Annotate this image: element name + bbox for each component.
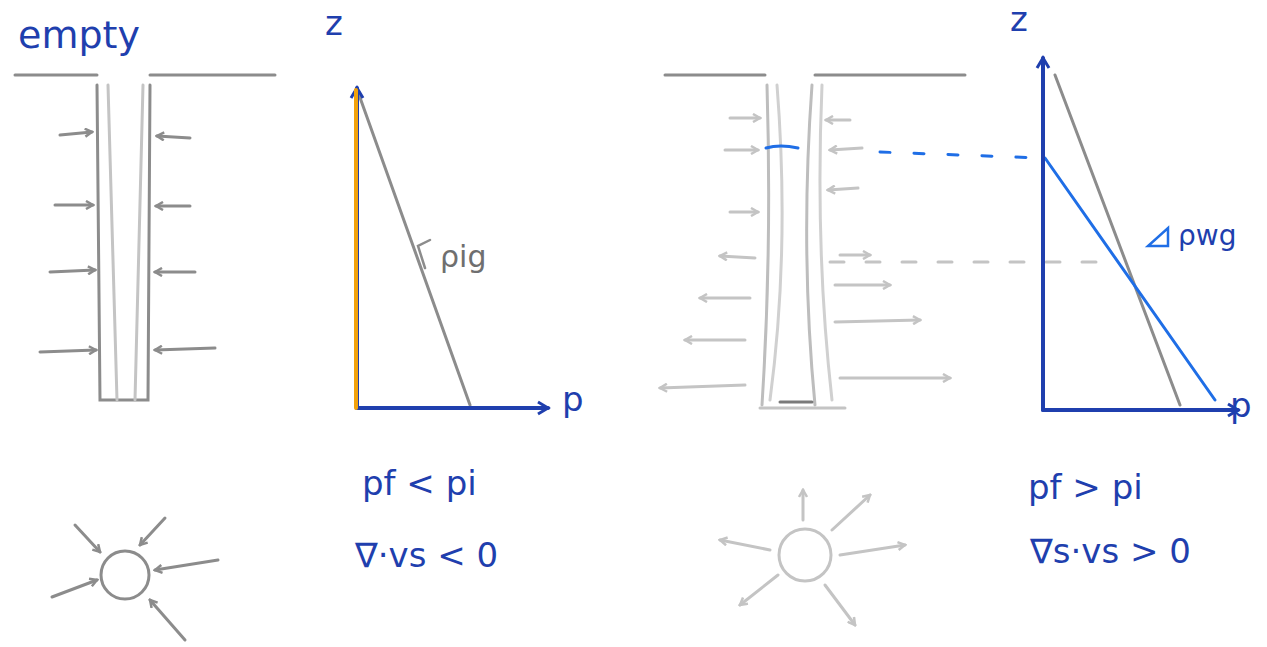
axis-label: p — [1230, 388, 1252, 422]
divergence-relation: ∇·vs < 0 — [355, 538, 498, 572]
pressure-plot-left — [356, 88, 548, 408]
compression-circle — [52, 518, 218, 640]
empty-borehole — [15, 75, 275, 400]
pressure-plot-right — [1043, 58, 1238, 410]
axis-label: z — [325, 6, 343, 40]
expansion-circle — [720, 490, 905, 625]
pressure-relation: pf < pi — [362, 466, 477, 500]
divergence-relation: ∇s·vs > 0 — [1030, 534, 1191, 568]
axis-label: z — [1010, 2, 1028, 36]
gradient-label: ρig — [440, 242, 486, 272]
title-label: empty — [18, 16, 140, 54]
axis-label: p — [562, 382, 584, 416]
gradient-label: ρwg — [1178, 222, 1236, 250]
pressure-relation: pf > pi — [1028, 470, 1143, 504]
